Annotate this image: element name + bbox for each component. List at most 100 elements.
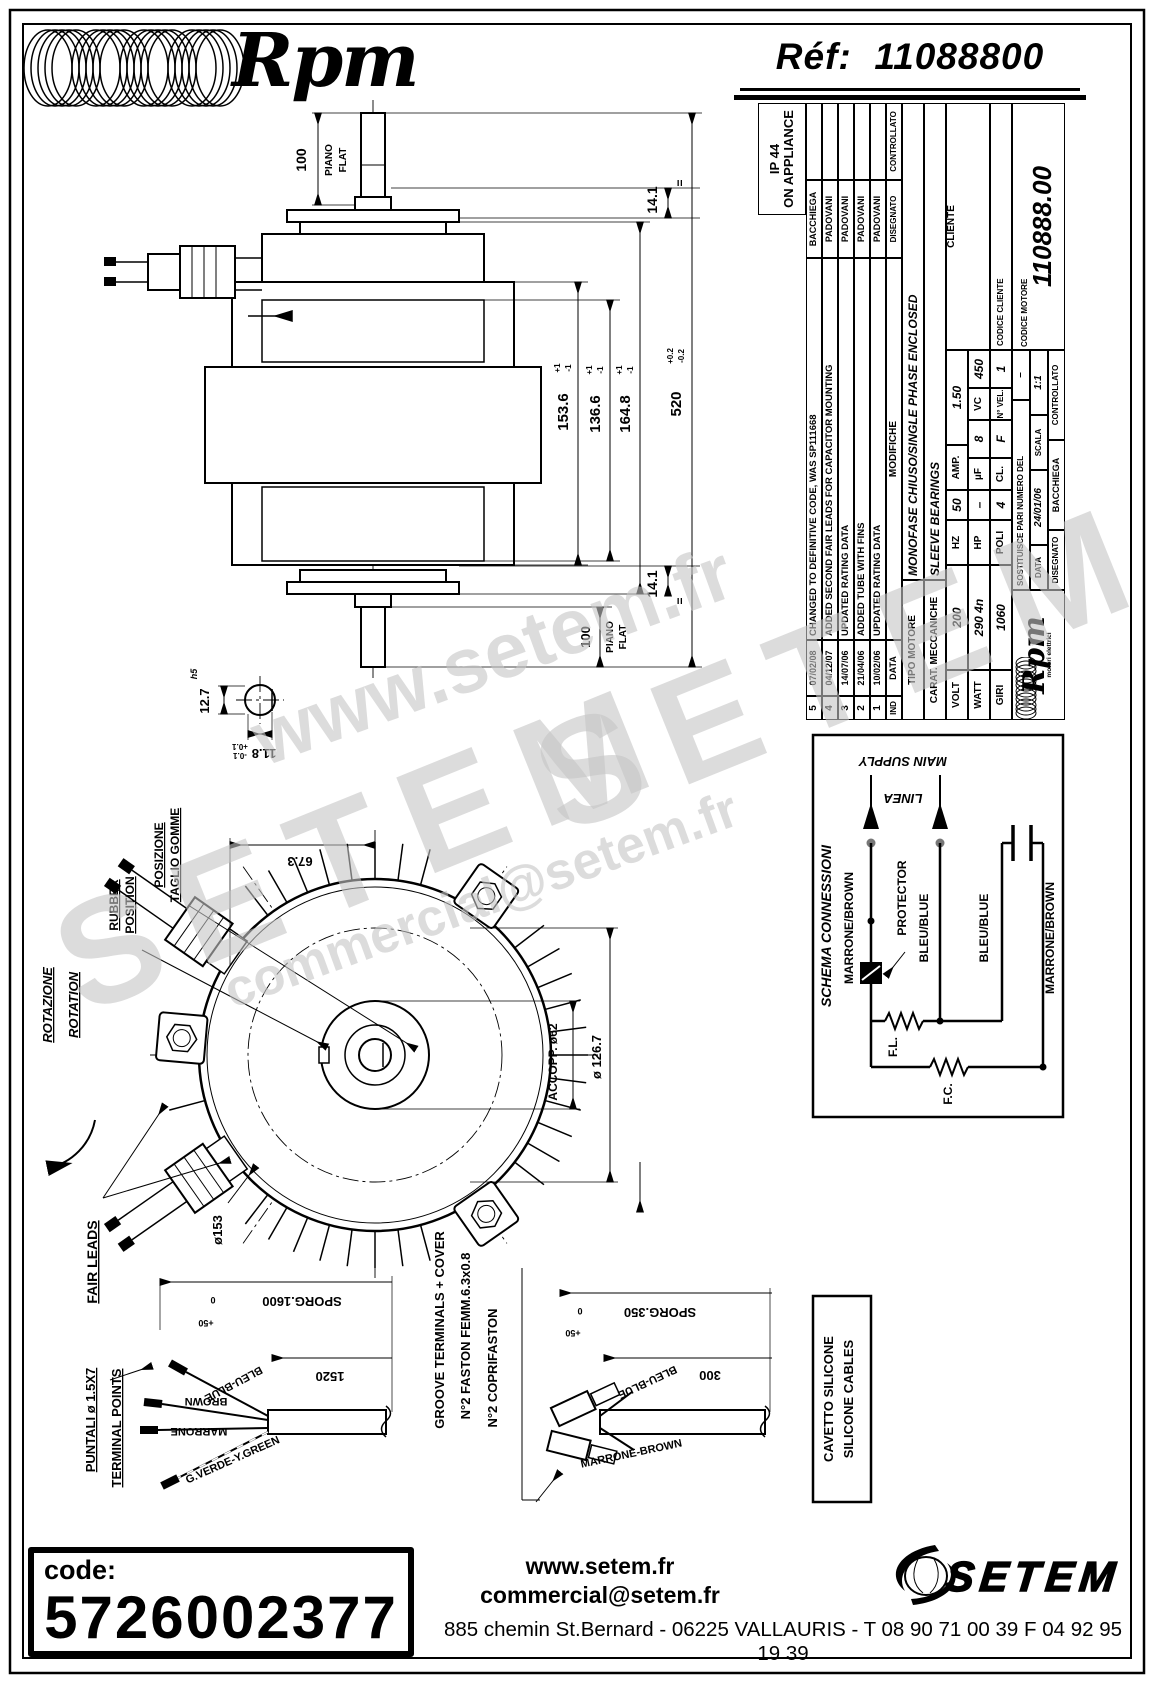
rev-ind: 5 <box>806 696 822 720</box>
tol: 0 <box>210 1295 215 1305</box>
dim-164-8: 164.8 <box>617 395 634 433</box>
tol: +1 <box>585 365 594 375</box>
ref-underline <box>740 88 1080 91</box>
rev-ctrl <box>838 103 854 180</box>
fl-winding-symbol <box>884 1010 924 1032</box>
watt-label: WATT <box>968 670 990 720</box>
codice-motore-label: CODICE MOTORE <box>1019 278 1029 347</box>
dim-153: ø153 <box>210 1215 225 1245</box>
dim-12-7: 12.7 <box>197 688 212 713</box>
dim-100-top: 100 <box>293 148 309 172</box>
rev-ctrl <box>854 103 870 180</box>
tol: +50 <box>198 1318 213 1328</box>
sostituisce-label: SOSTITUISCE PARI NUMERO DEL <box>1012 400 1030 590</box>
label-rotazione: ROTAZIONE <box>40 967 55 1043</box>
label-linea: LINEA <box>884 791 923 806</box>
code-box: code: 5726002377 <box>28 1547 414 1657</box>
rpm-logo-coils-icon <box>23 29 245 107</box>
title-block: IP 44 ON APPLIANCE 5 07/02/08 CHANGED TO… <box>758 103 1065 720</box>
dim-136-6: 136.6 <box>587 395 604 433</box>
terminal-leads-right: SPORG.350 0 +50 300 BLEU-BLUE MARRONE-BR… <box>432 1231 772 1503</box>
rev-desc: ADDED TUBE WITH FINS <box>854 258 870 640</box>
wire-marrone-brown-2: MARRONE/BROWN <box>1043 882 1057 994</box>
code-value: 5726002377 <box>44 1584 398 1651</box>
wire-marrone-brown: MARRONE/BROWN <box>842 872 856 984</box>
dim-11-8: 11.8 <box>252 746 277 761</box>
label-protector: PROTECTOR <box>895 860 909 935</box>
mini-rpm-logo-sub: motori elettrici <box>1046 632 1054 678</box>
rev-ctrl <box>822 103 838 180</box>
uf-label: µF <box>968 458 990 490</box>
data-value: 24/01/06 <box>1030 470 1048 545</box>
tol: -1 <box>564 364 573 372</box>
sheet-border <box>8 8 1146 1675</box>
rev-name: PADOVANI <box>854 180 870 258</box>
tol-h5: h5 <box>189 668 199 679</box>
volt-label: VOLT <box>946 670 968 720</box>
ip-note: ON APPLIANCE <box>781 110 796 208</box>
data-label: DATA <box>1030 545 1048 590</box>
rev-name: PADOVANI <box>870 180 886 258</box>
disegnato-label: DISEGNATO <box>1048 530 1065 590</box>
dim-100-bottom: 100 <box>578 626 593 648</box>
label-cavetto: CAVETTO SILICONE <box>821 1336 836 1462</box>
amp-label: AMP. <box>946 445 968 490</box>
rev-date: 14/07/06 <box>838 640 854 696</box>
silicone-cables-note: CAVETTO SILICONE SILICONE CABLES <box>811 1294 873 1504</box>
dim-300: 300 <box>699 1368 721 1383</box>
label-flat-bottom: FLAT <box>618 625 629 650</box>
shaft-section-detail: 12.7 h5 11.8 +0.1 -0.1 <box>189 668 284 761</box>
tol: -0.1 <box>233 751 247 760</box>
dim-153-6: 153.6 <box>555 393 572 431</box>
sostituisce-value: – <box>1012 350 1030 400</box>
tol: +0.2 <box>666 348 675 364</box>
code-label: code: <box>44 1555 117 1585</box>
tol: -0.2 <box>677 349 686 363</box>
label-fair-leads: FAIR LEADS <box>84 1220 100 1303</box>
dim-accopp-62: ACCOPP. ø62 <box>546 1023 560 1100</box>
reference-number: Réf: 11088800 <box>734 36 1086 100</box>
disegnato-value: BACCHIEGA <box>1048 440 1065 530</box>
rev-header-controllato: CONTROLLATO <box>886 103 902 180</box>
cliente-cell: CLIENTE <box>946 103 990 350</box>
rubber-notch <box>318 1046 330 1064</box>
vc-value: 450 <box>968 350 990 388</box>
rev-ind: 1 <box>870 696 886 720</box>
dim-67-3: 67.3 <box>287 854 312 869</box>
mounting-lug <box>155 1011 209 1065</box>
label-taglio-gomme: TAGLIO GOMME <box>168 808 182 902</box>
label-coprifaston: N°2 COPRIFASTON <box>485 1308 500 1427</box>
giri-label: GIRI <box>990 670 1012 720</box>
schema-title: SCHEMA CONNESSIONI <box>818 844 834 1007</box>
tipo-motore-label: TIPO MOTORE <box>902 580 924 720</box>
dim-126-7: ø 126.7 <box>589 1035 604 1079</box>
poli-label: POLI <box>990 520 1012 565</box>
hz-label: HZ <box>946 520 968 565</box>
footer-address: 885 chemin St.Bernard - 06225 VALLAURIS … <box>443 1618 1123 1665</box>
rev-desc: CHANGED TO DEFINITIVE CODE, WAS SP111668 <box>806 258 822 640</box>
rev-ctrl <box>870 103 886 180</box>
label-faston: N°2 FASTON FEMM.6.3x0.8 <box>458 1253 473 1420</box>
wire-bleu-blue: BLEU/BLUE <box>917 894 931 963</box>
rev-desc: UPDATED RATING DATA <box>838 258 854 640</box>
tol: +1 <box>615 365 624 375</box>
footer-email: commercial@setem.fr <box>480 1581 720 1608</box>
rev-ind: 2 <box>854 696 870 720</box>
label-piano-bottom: PIANO <box>605 621 616 653</box>
setem-logo: SETEM <box>895 1545 1124 1605</box>
dim-sporg-350: SPORG.350 <box>624 1305 696 1320</box>
rev-date: 04/12/07 <box>822 640 838 696</box>
tol: -1 <box>596 366 605 374</box>
cable-gland-front <box>103 1135 249 1252</box>
wire-label-brown: BROWN <box>185 1395 228 1407</box>
label-terminal-points: TERMINAL POINTS <box>109 1368 124 1487</box>
hz-value: 50 <box>946 490 968 520</box>
rev-ind: 4 <box>822 696 838 720</box>
footer-contact: www.setem.fr commercial@setem.fr <box>440 1552 760 1610</box>
carat-label: CARAT. MECCANICHE <box>924 580 946 720</box>
title-block-logo: Rpm motori elettrici <box>1012 590 1065 720</box>
hp-value: – <box>968 490 990 520</box>
eq-bottom: = <box>673 597 687 604</box>
